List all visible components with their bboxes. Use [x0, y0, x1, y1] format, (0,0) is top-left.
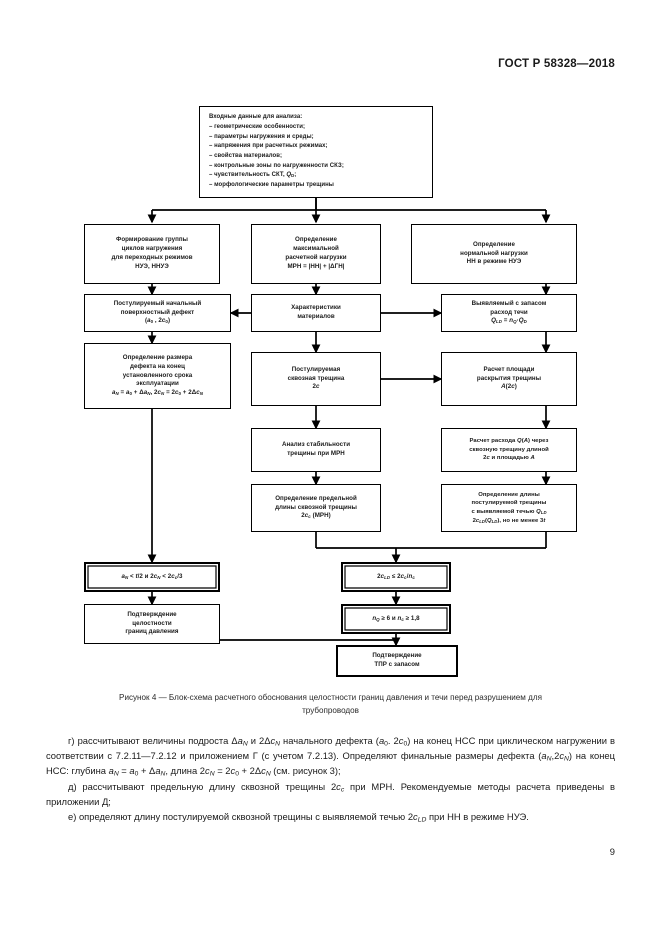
node-line: Постулируемый начальный — [113, 299, 202, 307]
flowchart-figure: Входные данные для анализа: – геометриче… — [84, 106, 577, 677]
node-line: материалов — [297, 313, 335, 320]
node-line: Характеристики — [291, 304, 341, 312]
node-line: границ давления — [125, 628, 179, 636]
node-formula: QLD = nQ·QD — [491, 317, 527, 325]
node-line: раскрытия трещины — [476, 374, 542, 382]
node-line: 2cc (МРН) — [301, 512, 331, 520]
node-line: сквозная трещина — [287, 374, 345, 382]
input-data-item: – напряжения при расчетных режимах; — [209, 143, 328, 150]
node-line: 2c — [312, 383, 320, 391]
node-line: 2c и площадью A — [483, 455, 535, 462]
node-conclusion-left: Подтверждение целостности границ давлени… — [84, 604, 220, 644]
node-material-props: Характеристики материалов — [251, 294, 381, 332]
node-postulated-crack: Постулируемая сквозная трещина 2c — [251, 352, 381, 406]
node-criterion-right-2: nQ ≥ 6 и nc ≥ 1,8 — [341, 604, 451, 634]
node-line: расчетной нагрузки — [285, 254, 347, 261]
node-line: НУЭ, ННУЭ — [135, 262, 169, 270]
node-line: Расчет расхода Q(A) через — [469, 438, 549, 445]
node-line: поверхностный дефект — [120, 308, 195, 316]
node-formula: aN < t/2 и 2cN < 2cc/3 — [121, 572, 183, 580]
node-opening-area: Расчет площади раскрытия трещины A(2c) — [441, 352, 577, 406]
node-line: с выявляемой течью QLD — [471, 509, 547, 515]
node-line: 2cLD(QLD), но не менее 3t — [472, 517, 546, 524]
node-detectable-leak: Выявляемый с запасом расход течи QLD = n… — [441, 294, 577, 332]
node-line: ТПР с запасом — [374, 661, 420, 668]
input-data-item: – морфологические параметры трещины — [209, 182, 334, 189]
node-leak-crack-length: Определение длины постулируемой трещины … — [441, 484, 577, 532]
node-line: (a0 , 2c0) — [144, 317, 171, 325]
node-line: Расчет площади — [483, 365, 535, 373]
page-number: 9 — [609, 846, 615, 857]
node-criterion-right-1: 2cLD ≤ 2cc/nc — [341, 562, 451, 592]
node-line: сквозную трещину длиной — [469, 446, 549, 453]
node-line: длины сквозной трещины — [275, 503, 357, 511]
document-header: ГОСТ Р 58328—2018 — [498, 58, 615, 70]
node-formula: nQ ≥ 6 и nc ≥ 1,8 — [372, 614, 420, 622]
input-data-title: Входные данные для анализа: — [209, 114, 303, 121]
node-line: Выявляемый с запасом — [471, 299, 547, 307]
node-line: целостности — [132, 619, 172, 627]
node-line: Определение длины — [478, 491, 540, 498]
node-formula: 2cLD ≤ 2cc/nc — [377, 572, 415, 580]
node-input-data: Входные данные для анализа: – геометриче… — [199, 106, 433, 198]
node-line: Определение — [295, 236, 337, 244]
node-line: нормальной нагрузки — [460, 249, 528, 257]
node-critical-length: Определение предельной длины сквозной тр… — [251, 484, 381, 532]
input-data-item: – контрольные зоны по нагруженности СКЗ; — [209, 162, 344, 169]
node-stability-analysis: Анализ стабильности трещины при МРН — [251, 428, 381, 472]
input-data-item: – свойства материалов; — [209, 153, 283, 159]
node-conclusion-right: Подтверждение ТПР с запасом — [336, 645, 458, 677]
node-line: Определение — [473, 240, 515, 248]
node-max-load: Определение максимальной расчетной нагру… — [251, 224, 381, 284]
node-line: для переходных режимов — [111, 254, 193, 261]
node-line: Анализ стабильности — [281, 441, 351, 449]
node-line: максимальной — [293, 245, 339, 253]
node-line: Определение размера — [122, 353, 193, 361]
node-normal-load: Определение нормальной нагрузки НН в реж… — [411, 224, 577, 284]
node-line: трещины при МРН — [287, 450, 345, 457]
figure-caption-line1: Рисунок 4 — Блок-схема расчетного обосно… — [119, 693, 542, 702]
body-text: г) рассчитывают величины подроста ΔaN и … — [46, 733, 615, 824]
node-line: НН в режиме НУЭ — [466, 258, 522, 266]
paragraph-g: г) рассчитывают величины подроста ΔaN и … — [46, 735, 615, 778]
node-line: Постулируемая — [291, 365, 341, 373]
node-criterion-left: aN < t/2 и 2cN < 2cc/3 — [84, 562, 220, 592]
paragraph-d: д) рассчитывают предельную длину сквозно… — [46, 780, 615, 807]
node-line: Подтверждение — [127, 610, 177, 618]
node-flow-rate: Расчет расхода Q(A) через сквозную трещи… — [441, 428, 577, 472]
node-line: дефекта на конец — [130, 362, 185, 370]
node-line: эксплуатации — [136, 380, 179, 388]
node-defect-size-eol: Определение размера дефекта на конец уст… — [84, 343, 231, 409]
node-formula: МРН = |НН| + |ΔГН| — [287, 262, 345, 270]
figure-caption: Рисунок 4 — Блок-схема расчетного обосно… — [56, 692, 605, 717]
node-line: Подтверждение — [372, 652, 422, 660]
node-line: расход течи — [490, 308, 528, 316]
node-cycle-group: Формирование группы циклов нагружения дл… — [84, 224, 220, 284]
node-initial-defect: Постулируемый начальный поверхностный де… — [84, 294, 231, 332]
node-line: установленного срока — [122, 371, 193, 379]
paragraph-e: е) определяют длину постулируемой сквозн… — [68, 811, 529, 824]
node-line: Формирование группы — [116, 236, 188, 244]
input-data-item: – чувствительность СКТ, QD; — [209, 172, 297, 179]
node-formula: aN = a0 + ΔaN, 2cN = 2c0 + 2ΔcN — [111, 389, 204, 397]
node-line: Определение предельной — [275, 494, 357, 502]
node-line: циклов нагружения — [121, 245, 183, 253]
input-data-item: – геометрические особенности; — [209, 123, 306, 130]
figure-caption-line2: трубопроводов — [302, 705, 359, 715]
flowchart-connectors — [88, 198, 551, 647]
node-line: A(2c) — [501, 383, 517, 391]
node-line: постулируемой трещины — [471, 500, 547, 507]
input-data-item: – параметры нагружения и среды; — [209, 133, 314, 140]
